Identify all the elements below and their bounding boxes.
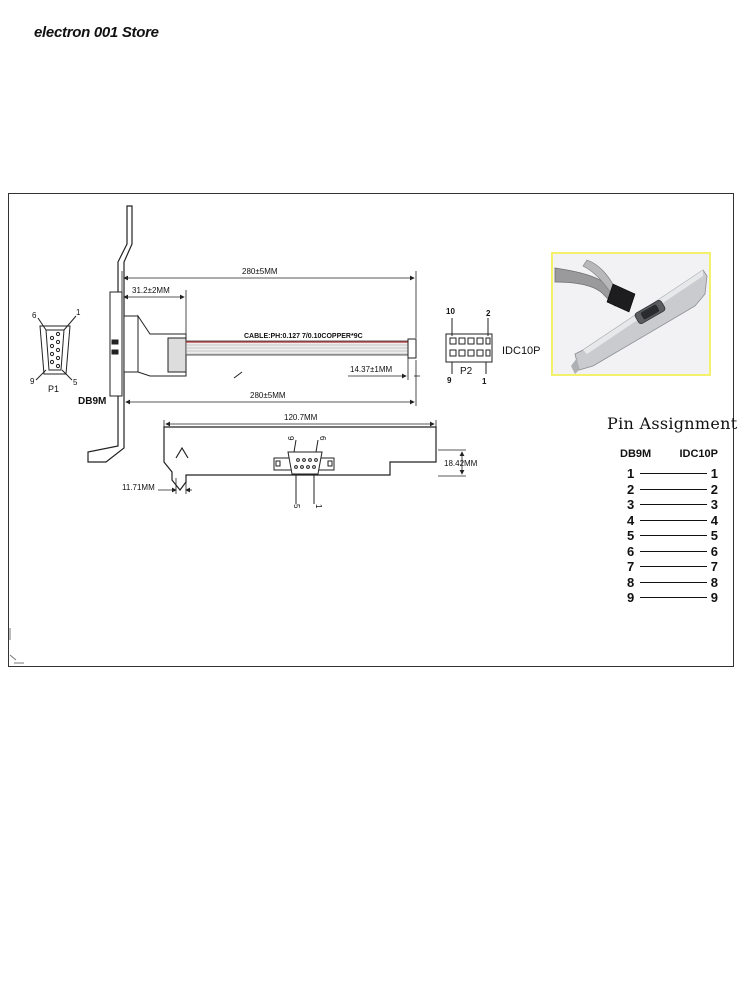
pin-right: 6: [710, 543, 718, 559]
dim-total-top-label: 280±5MM: [242, 267, 278, 276]
cable-bracket-illustration: [553, 254, 709, 374]
pin-connector-line: [640, 535, 707, 537]
dim-total-bottom-label: 280±5MM: [250, 391, 286, 400]
p2-idc10-front: [445, 318, 493, 374]
db9m-label: DB9M: [78, 396, 106, 407]
p2-label: P2: [460, 366, 473, 377]
pin-right: 4: [710, 512, 718, 528]
pin-assignment-header: DB9M IDC10P: [618, 448, 718, 460]
bracket-pin-1: 1: [314, 504, 323, 509]
pin-connector-line: [640, 566, 707, 568]
dim-head-label: 31.2±2MM: [132, 286, 170, 295]
p1-label: P1: [48, 384, 59, 394]
dim-bracket-tab-label: 11.71MM: [122, 483, 155, 492]
pin-left: 2: [627, 481, 635, 497]
p2-pin-10: 10: [446, 307, 455, 316]
pin-col-idc10p: IDC10P: [679, 448, 718, 460]
p1-pin-5: 5: [73, 378, 78, 387]
pin-left: 4: [627, 512, 635, 528]
pin-connector-line: [640, 473, 707, 475]
bracket-db9-port: [273, 439, 335, 504]
side-bracket: [87, 205, 133, 463]
p1-db9-front: [35, 315, 77, 381]
p1-pin-6: 6: [32, 311, 37, 320]
pin-connector-line: [640, 519, 707, 521]
db9-connector-side: [109, 291, 187, 397]
pin-connector-line: [640, 488, 707, 490]
pin-left: 6: [627, 543, 635, 559]
bracket-pin-6: 6: [318, 436, 327, 441]
dimension-head: [123, 290, 187, 334]
dim-bracket-width-label: 120.7MM: [284, 413, 318, 422]
store-name: electron 001 Store: [34, 24, 159, 41]
dim-bracket-height-label: 18.42MM: [444, 459, 478, 468]
p1-pin-9: 9: [30, 377, 35, 386]
dimension-tail: [348, 358, 420, 380]
pin-right: 5: [710, 528, 718, 544]
idc10p-label: IDC10P: [502, 345, 541, 357]
p2-pin-1: 1: [482, 377, 487, 386]
pin-right: 9: [710, 590, 718, 606]
pin-right: 1: [710, 466, 718, 482]
pin-connector-line: [640, 581, 707, 583]
pin-connector-line: [640, 597, 707, 599]
diagram-frame: [8, 193, 734, 667]
ribbon-cable: [185, 338, 417, 359]
pin-right: 2: [710, 481, 718, 497]
p1-pin-1: 1: [76, 308, 81, 317]
pin-left: 5: [627, 528, 635, 544]
pin-right: 8: [710, 574, 718, 590]
dimension-total-bottom: [125, 360, 417, 406]
pin-left: 8: [627, 574, 635, 590]
dimension-bracket-height: [438, 449, 466, 477]
p2-pin-9: 9: [447, 376, 452, 385]
pin-left: 9: [627, 590, 635, 606]
dimension-bracket-tab: [158, 478, 192, 494]
dimension-bracket-width: [163, 420, 437, 430]
dim-tail-label: 14.37±1MM: [350, 365, 393, 374]
pin-left: 3: [627, 497, 635, 513]
pin-right: 7: [710, 559, 718, 575]
pin-col-db9m: DB9M: [620, 448, 652, 460]
pin-left: 1: [627, 466, 635, 482]
bracket-pin-5: 5: [292, 504, 301, 509]
pin-connector-line: [640, 504, 707, 506]
product-photo: [551, 252, 711, 376]
pin-connector-line: [640, 550, 707, 552]
pin-assignment-title: Pin Assignment: [607, 414, 738, 433]
cable-spec-label: CABLE:PH:0.127 7/0.10COPPER*9C: [244, 333, 363, 340]
dimension-total-top: [121, 271, 417, 338]
p2-pin-2: 2: [486, 309, 491, 318]
pin-right: 3: [710, 497, 718, 513]
bracket-pin-9: 9: [286, 436, 295, 441]
pin-left: 7: [627, 559, 635, 575]
